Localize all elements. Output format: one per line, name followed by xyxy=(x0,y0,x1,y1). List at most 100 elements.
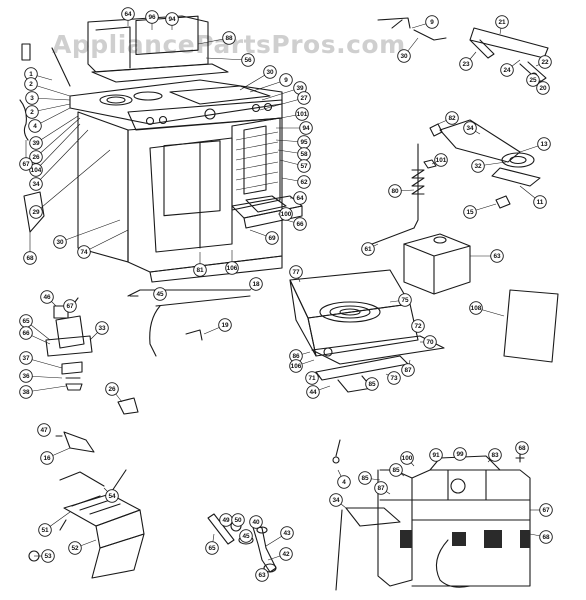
callout-91: 91 xyxy=(429,448,443,462)
oven-burner-box xyxy=(289,269,445,393)
callout-34: 34 xyxy=(329,493,347,509)
callout-19: 19 xyxy=(203,318,232,335)
callout-36: 36 xyxy=(19,369,63,383)
callout-circle xyxy=(434,153,448,167)
callout-83: 83 xyxy=(487,448,502,463)
callout-54: 54 xyxy=(103,487,119,503)
callout-63: 63 xyxy=(255,568,269,582)
callout-circle xyxy=(305,371,319,385)
callout-number: 104 xyxy=(31,167,42,174)
callout-number: 36 xyxy=(22,373,30,380)
callout-circle xyxy=(297,159,311,173)
callout-circle xyxy=(222,31,236,45)
callout-circle xyxy=(29,136,43,150)
callout-18: 18 xyxy=(249,277,263,291)
callout-circle xyxy=(539,530,553,544)
callout-74: 74 xyxy=(77,229,129,259)
callout-number: 94 xyxy=(302,125,310,132)
callout-circle xyxy=(279,73,293,87)
callout-number: 67 xyxy=(542,507,550,514)
callout-circle xyxy=(459,57,473,71)
callout-20: 20 xyxy=(536,79,550,95)
callout-108: 108 xyxy=(469,301,505,317)
callout-number: 108 xyxy=(471,305,482,312)
callout-70: 70 xyxy=(420,335,437,349)
callout-number: 94 xyxy=(168,16,176,23)
callout-87: 87 xyxy=(374,481,391,495)
callout-circle xyxy=(387,371,401,385)
callout-23: 23 xyxy=(459,51,477,71)
callout-75: 75 xyxy=(389,293,412,307)
callout-circle xyxy=(29,177,43,191)
callout-number: 26 xyxy=(32,154,40,161)
leader-line xyxy=(30,83,71,97)
callout-number: 56 xyxy=(244,57,252,64)
callout-circle xyxy=(361,242,375,256)
callout-71: 71 xyxy=(305,371,321,385)
callout-number: 9 xyxy=(284,77,288,84)
callout-32: 32 xyxy=(471,159,507,173)
callout-circle xyxy=(539,503,553,517)
callout-number: 58 xyxy=(300,151,308,158)
callout-63: 63 xyxy=(470,249,504,263)
callout-number: 2 xyxy=(29,81,33,88)
leader-line xyxy=(35,123,81,171)
callout-circle xyxy=(280,526,294,540)
callout-106: 106 xyxy=(289,359,315,373)
leader-line xyxy=(35,129,89,185)
callout-circle xyxy=(515,441,529,455)
callout-circle xyxy=(289,265,303,279)
callout-circle xyxy=(297,91,311,105)
callout-number: 77 xyxy=(292,269,300,276)
callout-52: 52 xyxy=(68,539,97,555)
callout-24: 24 xyxy=(500,59,521,77)
callout-number: 33 xyxy=(98,325,106,332)
callout-94: 94 xyxy=(165,12,179,30)
callout-72: 72 xyxy=(411,319,425,333)
callout-circle xyxy=(19,157,33,171)
callout-circle xyxy=(29,163,43,177)
callout-circle xyxy=(526,73,540,87)
leader-line xyxy=(83,229,129,253)
callout-46: 46 xyxy=(40,290,57,307)
callout-number: 9 xyxy=(430,19,434,26)
callout-circle xyxy=(538,55,552,69)
callout-69: 69 xyxy=(249,229,279,245)
callout-43: 43 xyxy=(265,526,294,547)
callout-circle xyxy=(19,326,33,340)
callout-number: 96 xyxy=(148,14,156,21)
callout-circle xyxy=(411,319,425,333)
callout-68: 68 xyxy=(515,441,529,457)
callout-13: 13 xyxy=(519,137,551,153)
callout-number: 71 xyxy=(308,375,316,382)
callout-3: 3 xyxy=(25,91,71,105)
callout-number: 19 xyxy=(221,322,229,329)
callout-circle xyxy=(463,205,477,219)
callout-circle xyxy=(279,547,293,561)
callout-circle xyxy=(95,321,109,335)
callout-circle xyxy=(24,77,38,91)
callout-circle xyxy=(165,12,179,26)
callout-77: 77 xyxy=(289,265,303,283)
callout-42: 42 xyxy=(267,547,293,561)
callout-circle xyxy=(19,369,33,383)
callout-number: 88 xyxy=(225,35,233,42)
callout-number: 68 xyxy=(542,534,550,541)
callout-2: 2 xyxy=(24,77,71,97)
callout-number: 66 xyxy=(296,221,304,228)
callout-45: 45 xyxy=(153,287,167,301)
callout-circle xyxy=(401,363,415,377)
callout-circle xyxy=(153,287,167,301)
callout-number: 68 xyxy=(518,445,526,452)
leader-line xyxy=(259,97,305,111)
callout-circle xyxy=(53,235,67,249)
callout-circle xyxy=(537,137,551,151)
callout-67: 67 xyxy=(530,503,553,517)
callout-16: 16 xyxy=(40,447,71,465)
callout-number: 45 xyxy=(156,291,164,298)
callout-circle xyxy=(500,63,514,77)
callout-88: 88 xyxy=(197,31,236,45)
callout-number: 4 xyxy=(342,479,346,486)
callout-number: 22 xyxy=(541,59,549,66)
callout-circle xyxy=(28,119,42,133)
